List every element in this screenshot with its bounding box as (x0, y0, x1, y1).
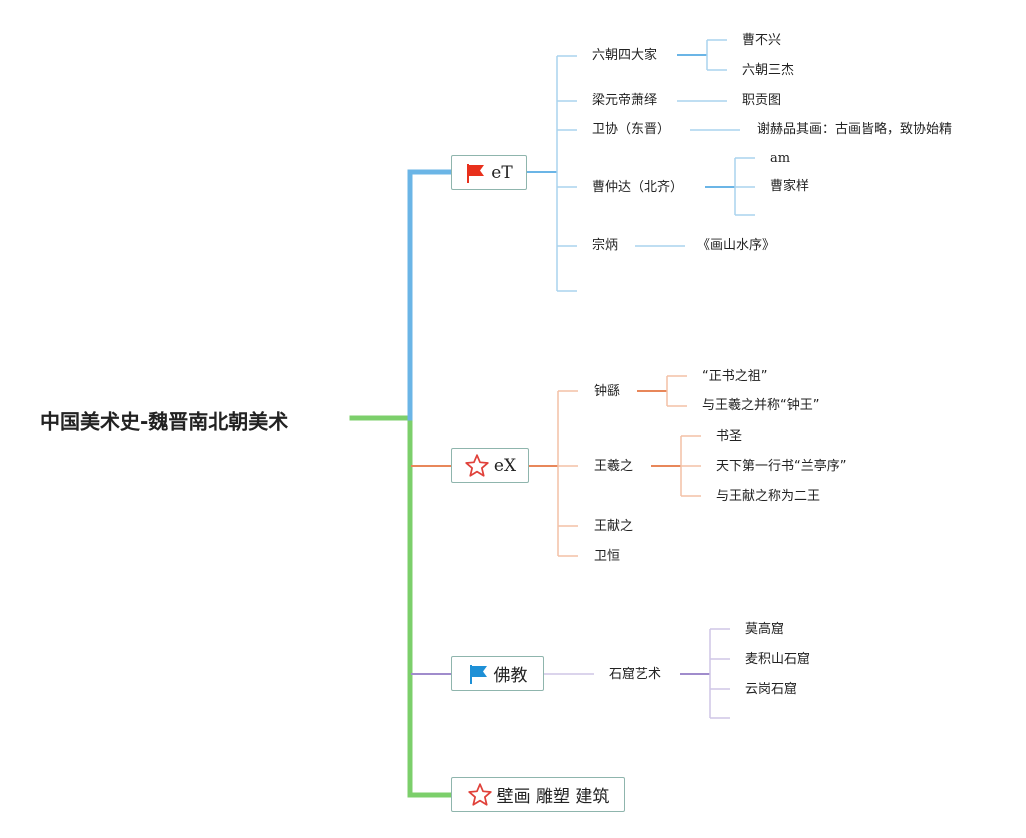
subtopic[interactable]: 麦积山石窟 (745, 652, 811, 667)
ex-connectors (529, 375, 701, 557)
branch-ex[interactable]: eX (451, 448, 529, 483)
subtopic[interactable]: 与王羲之并称“钟王” (702, 398, 820, 413)
star-icon (467, 782, 492, 806)
star-icon (465, 453, 489, 477)
root-topic[interactable]: 中国美术史-魏晋南北朝美术 (40, 409, 289, 434)
topic[interactable]: 曹仲达（北齐） (592, 180, 684, 195)
buddhism-connectors (544, 628, 730, 719)
et-connectors (527, 39, 755, 292)
branch-buddhism[interactable]: 佛教 (451, 656, 544, 691)
topic[interactable]: 王献之 (594, 519, 634, 534)
subtopic[interactable]: 《画山水序》 (697, 238, 776, 253)
subtopic[interactable]: 六朝三杰 (742, 63, 795, 78)
topic[interactable]: 钟繇 (594, 384, 621, 399)
topic[interactable]: 卫恒 (594, 549, 621, 564)
topic[interactable]: 宗炳 (592, 238, 619, 253)
topic[interactable]: 石窟艺术 (609, 667, 662, 682)
subtopic[interactable]: am (770, 151, 791, 166)
branch-label: 壁画 雕塑 建筑 (496, 787, 610, 807)
branch-et[interactable]: eT (451, 155, 527, 190)
subtopic[interactable]: 云岗石窟 (745, 682, 798, 697)
subtopic[interactable]: 曹家样 (770, 179, 810, 194)
branch-label: eX (493, 455, 517, 476)
topic[interactable]: 卫协（东晋） (592, 122, 671, 137)
subtopic[interactable]: 职贡图 (742, 93, 782, 108)
branch-label: 佛教 (493, 666, 528, 686)
topic[interactable]: 王羲之 (594, 459, 634, 474)
subtopic[interactable]: “正书之祖” (702, 369, 768, 384)
subtopic[interactable]: 曹不兴 (742, 33, 782, 48)
subtopic[interactable]: 谢赫品其画：古画皆略，致协始精 (757, 122, 953, 137)
topic[interactable]: 梁元帝萧绎 (592, 93, 658, 108)
main-connectors (349, 169, 454, 798)
topic[interactable]: 六朝四大家 (592, 48, 658, 63)
branch-label: eT (491, 162, 513, 183)
subtopic[interactable]: 天下第一行书“兰亭序” (716, 459, 847, 474)
subtopic[interactable]: 书圣 (716, 429, 743, 444)
subtopic[interactable]: 与王献之称为二王 (716, 489, 821, 504)
subtopic[interactable]: 莫高窟 (745, 622, 785, 637)
branch-murals[interactable]: 壁画 雕塑 建筑 (451, 777, 625, 812)
red-flag-icon (467, 163, 485, 183)
blue-flag-icon (469, 664, 487, 684)
